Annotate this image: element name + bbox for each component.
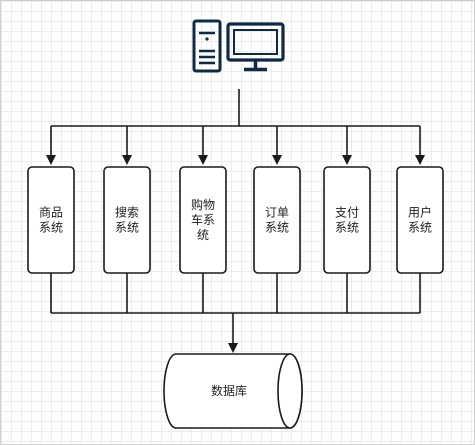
arrowhead-database [228, 343, 238, 353]
subsystem-label-user-line-2: 系统 [408, 221, 432, 235]
top-connectors [51, 89, 420, 127]
subsystem-label-search-line-2: 系统 [115, 221, 139, 235]
database-cylinder-icon: 数据库 [163, 353, 303, 429]
arrowhead-payment [342, 155, 352, 165]
computer-icon [192, 19, 285, 73]
subsystem-label-cart-line-2: 车系 [191, 212, 215, 227]
arrowhead-cart [198, 155, 208, 165]
database-label: 数据库 [211, 383, 247, 398]
subsystem-label-payment-line-1: 支付 [335, 206, 359, 220]
subsystem-label-search-line-1: 搜索 [115, 205, 139, 220]
subsystem-label-product-line-1: 商品 [39, 205, 63, 220]
subsystem-label-payment-line-2: 系统 [335, 221, 359, 235]
subsystem-label-cart-line-1: 购物 [191, 197, 215, 212]
arrowhead-user [415, 155, 425, 165]
arrowhead-product [46, 155, 56, 165]
subsystem-label-order-line-1: 订单 [265, 206, 289, 220]
arrows-to-subsystems [46, 126, 425, 165]
subsystem-label-user-line-1: 用户 [408, 205, 432, 220]
subsystem-label-order-line-2: 系统 [265, 221, 289, 235]
bottom-connectors [50, 273, 421, 353]
subsystem-label-product-line-2: 系统 [39, 221, 63, 235]
arrowhead-search [122, 155, 132, 165]
subsystem-label-cart-line-3: 统 [197, 228, 209, 242]
arrowhead-order [272, 155, 282, 165]
